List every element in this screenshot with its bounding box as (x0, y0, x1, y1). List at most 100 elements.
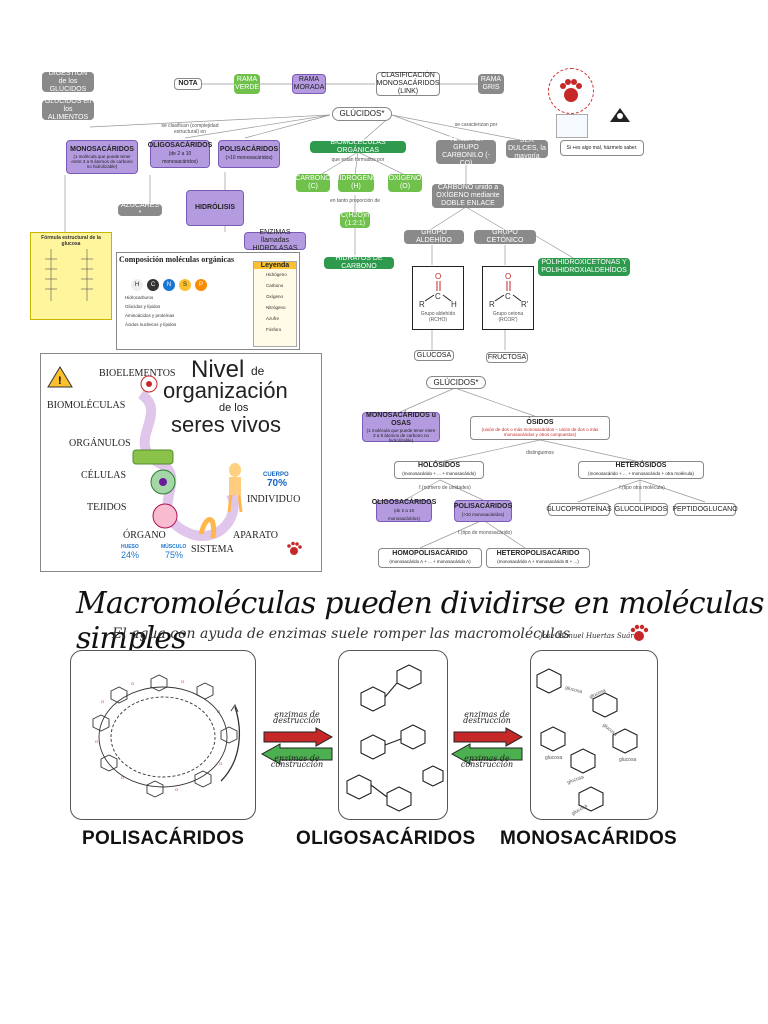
glucoproteinas-box: GLUCOPROTEÍNAS (546, 503, 612, 516)
paw-logo-icon (548, 68, 594, 114)
glucidos-alimentos-label: GLÚCIDOS en los ALIMENTOS (44, 98, 92, 121)
se-clasifican-note: se clasifican (complejidad estructural) … (161, 123, 219, 135)
osidos-label: ÓSIDOS (526, 419, 554, 426)
enzimas-construccion-label-2: enzimas de construcción (460, 754, 514, 769)
composicion-items: Hidrocarburos Glúcidos y lípidos Aminoác… (125, 293, 176, 329)
svg-text:O: O (131, 681, 134, 686)
svg-text:H: H (451, 300, 457, 309)
level-sistema: SISTEMA (191, 544, 234, 555)
svg-text:O: O (95, 739, 98, 744)
fructosa-label: FRUCTOSA (487, 353, 527, 361)
inkscape-logo-icon (608, 106, 632, 130)
heteropolisacarido-box: HETEROPOLISACÁRIDO (monosacárido A + mon… (486, 548, 590, 568)
nivel-title-4: seres vivos (171, 412, 282, 437)
monosacaridos-desc: (1 molécula que puede tener entre 3 a 9 … (71, 153, 133, 169)
oligo2-label: OLIGOSACÁRIDOS (371, 499, 437, 506)
organization-illustration (132, 375, 243, 541)
fructosa-box: FRUCTOSA (486, 352, 528, 363)
tener-grupo-box: TENER un GRUPO CARBONILO (-CO) (436, 136, 496, 167)
que-estan-note: que están formados por (331, 157, 385, 163)
svg-text:O: O (435, 272, 441, 281)
glucolipidos-box: GLUCOLÍPIDOS (614, 503, 668, 516)
macro-title: Macromoléculas pueden dividirse en moléc… (76, 586, 765, 656)
holosidos-label: HOLÓSIDOS (417, 462, 460, 469)
composicion-item: Aminoácidos y proteínas (125, 313, 175, 318)
hidratos-label: HIDRATOS DE CARBONO (335, 255, 383, 270)
clasificacion-box[interactable]: CLASIFICACIÓN MONOSACÁRIDOS (LINK) (376, 72, 440, 96)
heteropolisacarido-desc: (monosacárido A + monosacárido B + ...) (497, 559, 579, 564)
glucosa-label: GLUCOSA (416, 351, 452, 359)
hidrolisis-label: HIDRÓLISIS (194, 204, 236, 211)
hidratos-box: HIDRATOS DE CARBONO (324, 255, 394, 270)
enzyme-arrows-1 (260, 727, 334, 765)
nivel-title-de: de (251, 364, 265, 378)
arrow-destruccion-1 (263, 727, 334, 747)
element-p: P (195, 279, 207, 291)
nota-label: NOTA (178, 80, 198, 87)
arrow-destruccion-2 (453, 727, 524, 747)
tipo-molecula-note: f.(tipo otra molécula) (619, 485, 665, 491)
legend-item: Oxígeno (266, 294, 284, 299)
enzimas-construccion-label-1: enzimas de construcción (270, 754, 324, 769)
arrow-construccion-2 (450, 743, 523, 765)
carbono-enlace-label: CARBONO unido a OXÍGENO mediante DOBLE E… (436, 184, 500, 207)
glucidos-alimentos-box: GLÚCIDOS en los ALIMENTOS (42, 98, 94, 121)
oligosacaridos-desc: (de 2 a 10 monosacáridos) (162, 151, 198, 165)
formula-box: C(H2O)n (1:2:1) (340, 212, 370, 228)
enzimas-destruccion-label-1: enzimas de destrucción (273, 710, 321, 725)
level-celulas: CÉLULAS (81, 470, 126, 481)
element-h: H (131, 279, 143, 291)
poli2-box: POLISACÁRIDOS (>10 monosacáridos) (454, 500, 512, 522)
composicion-item: Ácidos nucleicos y lípidos (125, 322, 177, 327)
rama-morada-label: RAMA MORADA (293, 76, 325, 91)
peptidoglucano-box: PEPTIDOGLUCANO (672, 503, 738, 516)
holosidos-desc: (monosacárido + ... + monosacárido) (402, 471, 476, 476)
element-c: C (147, 279, 159, 291)
cetona-caption: Grupo cetona (RCOR') (492, 311, 524, 323)
glucoproteinas-label: GLUCOPROTEÍNAS (546, 505, 612, 513)
arrow-construccion-1 (260, 743, 333, 765)
svg-text:O: O (181, 679, 184, 684)
heterosidos-desc: (monosacárido + ... + monosacárido + otr… (588, 471, 694, 476)
formula-label: C(H2O)n (1:2:1) (341, 212, 370, 227)
mono-osas-desc: (1 molécula que puede tener entre 3 a 9 … (366, 427, 436, 443)
glucosa-formula-card: Fórmula estructural de la glucosa (30, 232, 112, 320)
hidrogeno-box: HIDRÓGENO (H) (334, 174, 378, 192)
ser-dulces-label: SER DULCES, la mayoría (508, 137, 546, 160)
svg-text:C: C (505, 292, 511, 301)
glucosa-formula-title: Fórmula estructural de la glucosa (41, 235, 101, 247)
svg-text:C: C (435, 292, 441, 301)
composicion-item: Hidrocarburos (125, 295, 154, 300)
enzimas-destruccion-label-2: enzimas de destrucción (463, 710, 511, 725)
svg-text:O: O (121, 775, 124, 780)
monosacaridos-panel: glucosa glucosa glucosa glucosa glucosa … (530, 650, 658, 820)
musculo-label: MÚSCULO (161, 544, 187, 550)
paw-print-icon (560, 79, 582, 102)
oligo2-box: OLIGOSACÁRIDOS (de 2 a 10 monosacáridos) (372, 499, 436, 522)
grupo-cetonico-box: GRUPO CETÓNICO (474, 229, 536, 244)
svg-text:!: ! (58, 375, 62, 387)
leyenda-title: Leyenda (254, 262, 296, 269)
level-tejidos: TEJIDOS (87, 502, 127, 513)
numero-unidades-note: f.(número de unidades) (419, 485, 471, 491)
osidos-box: ÓSIDOS (unión de dos o más monosacáridos… (470, 416, 610, 440)
rama-gris-label: RAMA GRIS (480, 76, 502, 91)
oxigeno-label: OXÍGENO (O) (388, 175, 422, 190)
label-polisacaridos: POLISACÁRIDOS (82, 828, 245, 849)
carbono-box: CARBONO (C) (295, 174, 331, 192)
composicion-title: Composición moléculas orgánicas (119, 255, 235, 264)
homopolisacarido-desc: (monosacárido A + ... + monosacárido A) (389, 559, 471, 564)
macro-subtitle: El agua con ayuda de enzimas suele rompe… (112, 626, 571, 642)
svg-text:O: O (505, 272, 511, 281)
license-badge-icon (556, 114, 588, 138)
polihidroxi-label: POLIHIDROXICETONAS Y POLIHIDROXIALDEHÍDO… (541, 259, 627, 274)
glucidos-label: GLÚCIDOS* (339, 109, 385, 118)
nivel-title-1: Nivel (191, 356, 245, 383)
aldehido-diagram: O C R H Grupo aldehído (RCHO) (412, 266, 464, 330)
biomoleculas-organicas-label: BIOMOLÉCULAS ORGÁNICAS (330, 139, 386, 154)
polisacaridos-desc: (>10 monosacáridos) (225, 155, 273, 161)
level-aparato: APARATO (233, 530, 279, 541)
enzimas-hidrolasas-label: ENZIMAS llamadas HIDROLASAS (252, 229, 298, 252)
leyenda-box: Leyenda Hidrógeno Carbono Oxígeno Nitróg… (253, 261, 297, 347)
